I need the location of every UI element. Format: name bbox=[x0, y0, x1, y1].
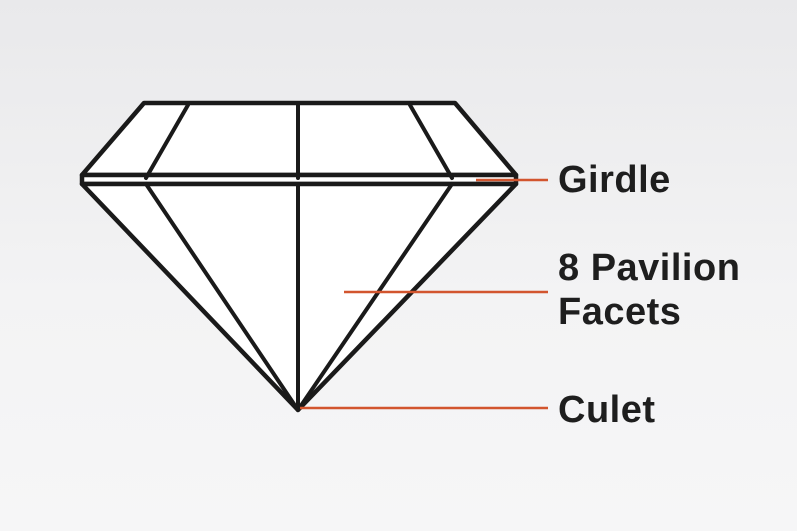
pavilion-facets-label-line2: Facets bbox=[558, 291, 682, 333]
crown-facet-line-right bbox=[408, 103, 454, 180]
pavilion-facets-label-line1: 8 Pavilion bbox=[558, 247, 741, 289]
pavilion-facet-line-right bbox=[296, 182, 454, 412]
crown-facet-line-left bbox=[144, 103, 190, 180]
diamond-facet-lines bbox=[144, 103, 454, 412]
pavilion-facet-line-left bbox=[144, 182, 300, 412]
culet-label: Culet bbox=[558, 389, 656, 431]
pavilion-facets-label: 8 Pavilion Facets bbox=[558, 246, 740, 334]
girdle-label: Girdle bbox=[558, 159, 671, 201]
leader-lines bbox=[300, 178, 548, 410]
